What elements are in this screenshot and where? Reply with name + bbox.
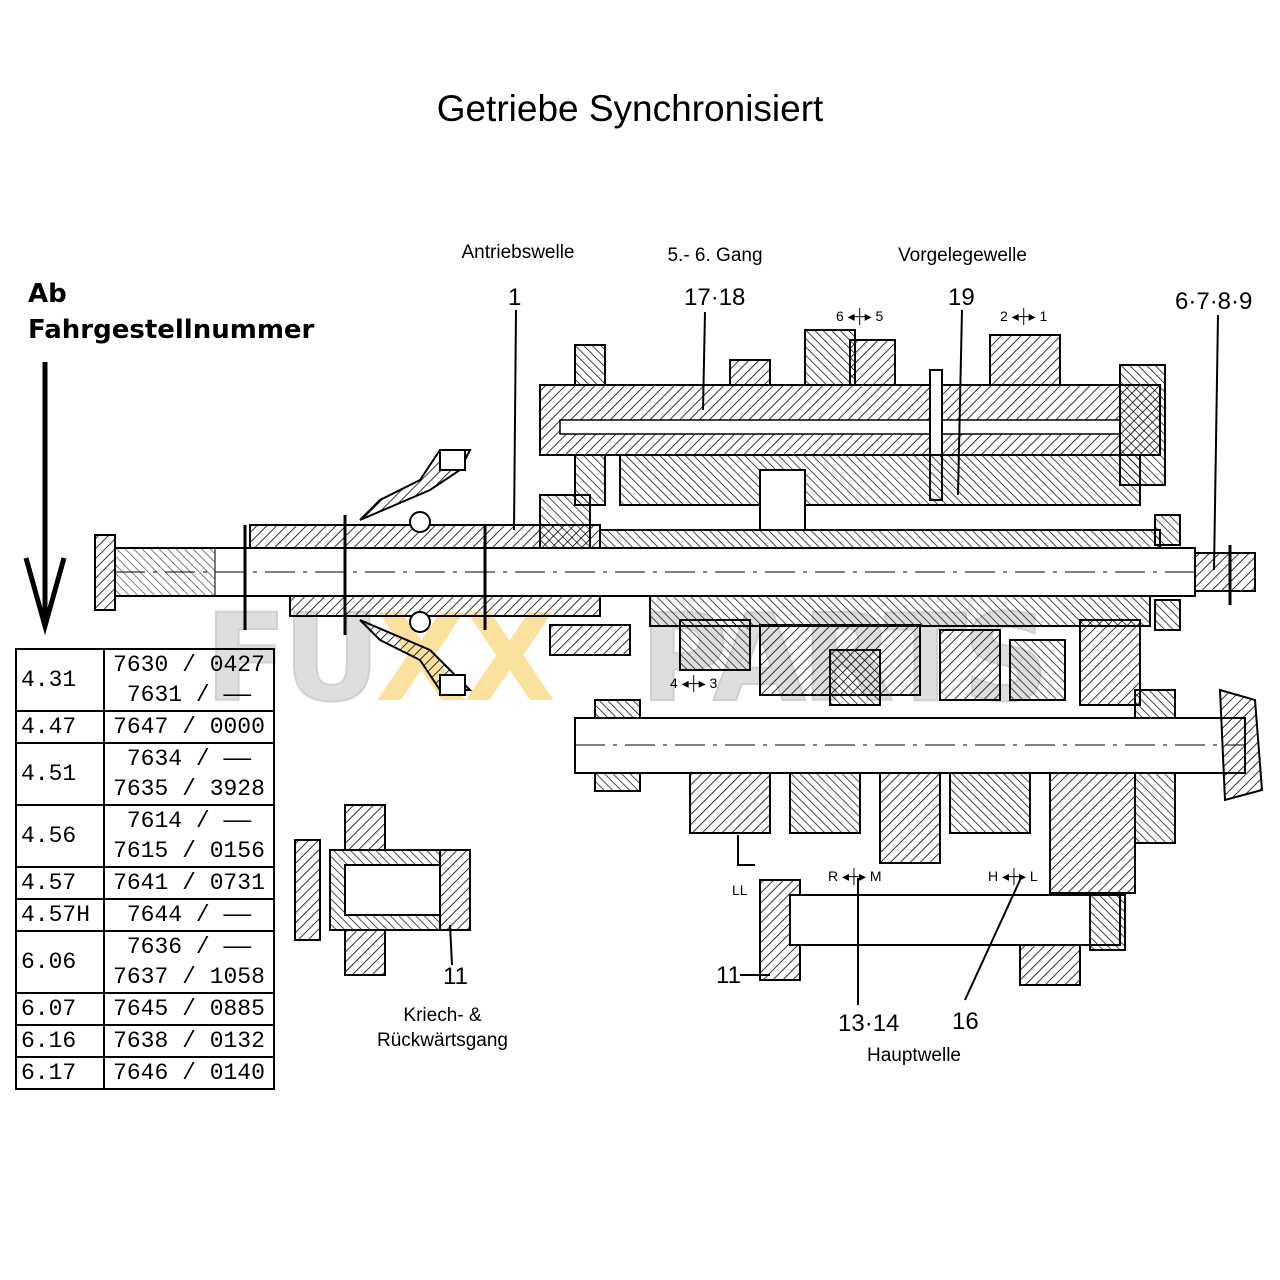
model-cell: 4.47	[15, 710, 105, 744]
shift-mark-2-1: 2 ◂┼▸ 1	[1000, 308, 1048, 324]
table-row: 4.56 7614 / —— 7615 / 0156	[15, 804, 275, 868]
model-cell: 4.56	[15, 804, 105, 868]
part-number-11-detail: 11	[443, 963, 468, 990]
table-row: 4.47 7647 / 0000	[15, 710, 275, 744]
table-row: 6.06 7636 / —— 7637 / 1058	[15, 930, 275, 994]
serial-number: 7615 / 0156	[113, 838, 265, 864]
serial-number: 7645 / 0885	[113, 996, 265, 1022]
chassis-number-label: Ab Fahrgestellnummer	[28, 276, 314, 348]
part-number-6-7-8-9: 6·7·8·9	[1175, 288, 1253, 315]
part-number-17-18: 17·18	[684, 284, 746, 311]
serial-cell: 7645 / 0885	[103, 992, 275, 1026]
serial-cell: 7647 / 0000	[103, 710, 275, 744]
serial-number: 7635 / 3928	[113, 776, 265, 802]
table-row: 4.51 7634 / —— 7635 / 3928	[15, 742, 275, 806]
shift-mark-r-m: R ◂┼▸ M	[828, 868, 882, 884]
table-row: 4.31 7630 / 0427 7631 / ——	[15, 648, 275, 712]
model-cell: 4.31	[15, 648, 105, 712]
main-shaft	[574, 688, 1264, 986]
serial-cell: 7636 / —— 7637 / 1058	[103, 930, 275, 994]
part-number-13-14: 13·14	[838, 1010, 900, 1037]
serial-number: 7647 / 0000	[113, 714, 265, 740]
model-cell: 4.57H	[15, 898, 105, 932]
serial-number: 7614 / ——	[126, 808, 252, 834]
serial-cell: 7641 / 0731	[103, 866, 275, 900]
table-row: 4.57 7641 / 0731	[15, 866, 275, 900]
serial-cell: 7614 / —— 7615 / 0156	[103, 804, 275, 868]
serial-number: 7630 / 0427	[113, 652, 265, 678]
countershaft-assembly	[539, 329, 1166, 531]
label-vorgelegewelle: Vorgelegewelle	[898, 245, 1027, 266]
part-number-16: 16	[952, 1008, 979, 1035]
table-row: 6.17 7646 / 0140	[15, 1056, 275, 1090]
model-cell: 4.51	[15, 742, 105, 806]
part-number-1: 1	[508, 284, 522, 311]
serial-number: 7638 / 0132	[113, 1028, 265, 1054]
shift-mark-ll: LL	[732, 882, 748, 898]
part-number-19: 19	[948, 284, 975, 311]
table-row: 6.07 7645 / 0885	[15, 992, 275, 1026]
creeper-reverse-detail	[294, 804, 471, 976]
model-cell: 6.16	[15, 1024, 105, 1058]
model-cell: 6.07	[15, 992, 105, 1026]
part-number-11-main: 11	[716, 962, 741, 989]
serial-cell: 7630 / 0427 7631 / ——	[103, 648, 275, 712]
label-kriech: Kriech- &	[403, 1005, 482, 1026]
serial-cell: 7634 / —— 7635 / 3928	[103, 742, 275, 806]
model-cell: 6.06	[15, 930, 105, 994]
input-shaft	[94, 449, 1256, 696]
leader-lines	[513, 309, 1219, 1005]
model-cell: 4.57	[15, 866, 105, 900]
table-row: 4.57H 7644 / ——	[15, 898, 275, 932]
label-hauptwelle: Hauptwelle	[867, 1045, 961, 1066]
gear-cluster	[549, 619, 1141, 706]
ab-text: Ab	[28, 279, 67, 309]
label-rueckwaertsgang: Rückwärtsgang	[377, 1030, 508, 1051]
fahrgestellnummer-text: Fahrgestellnummer	[28, 315, 315, 345]
serial-cell: 7644 / ——	[103, 898, 275, 932]
table-row: 6.16 7638 / 0132	[15, 1024, 275, 1058]
shift-mark-h-l: H ◂┼▸ L	[988, 868, 1038, 884]
shift-mark-4-3: 4 ◂┼▸ 3	[670, 675, 718, 691]
serial-number: 7644 / ——	[126, 902, 252, 928]
model-cell: 6.17	[15, 1056, 105, 1090]
serial-cell: 7638 / 0132	[103, 1024, 275, 1058]
serial-number: 7646 / 0140	[113, 1060, 265, 1086]
serial-number: 7631 / ——	[126, 682, 252, 708]
serial-number: 7641 / 0731	[113, 870, 265, 896]
serial-number: 7634 / ——	[126, 746, 252, 772]
label-5-6-gang: 5.- 6. Gang	[667, 245, 763, 266]
down-arrow-icon	[23, 362, 67, 636]
serial-number: 7636 / ——	[126, 934, 252, 960]
label-antriebswelle: Antriebswelle	[461, 242, 575, 263]
serial-number: 7637 / 1058	[113, 964, 265, 990]
serial-cell: 7646 / 0140	[103, 1056, 275, 1090]
page-title: Getriebe Synchronisiert	[436, 88, 824, 129]
shift-mark-6-5: 6 ◂┼▸ 5	[836, 308, 884, 324]
